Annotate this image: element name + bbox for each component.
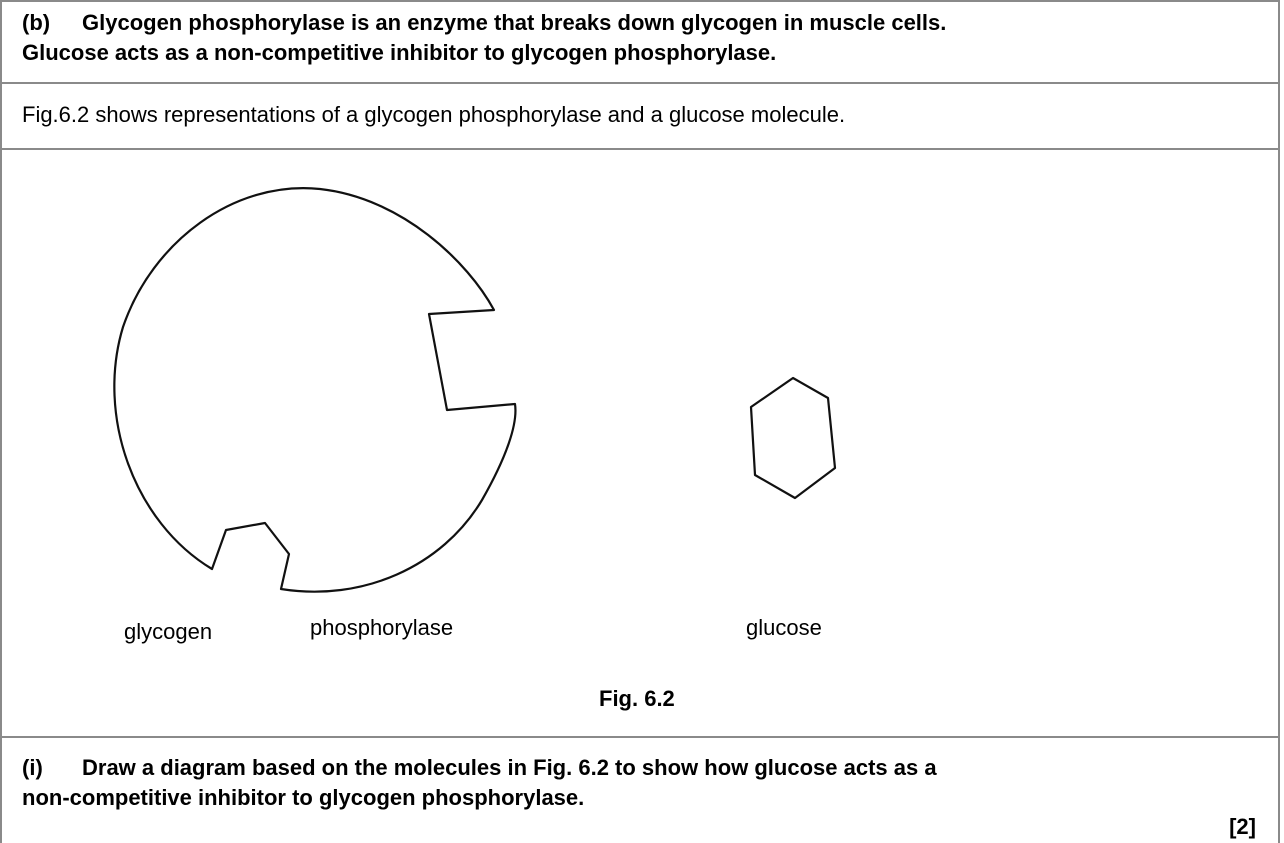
glycogen-phosphorylase-shape: [113, 187, 517, 593]
part-i-line-2: non-competitive inhibitor to glycogen ph…: [22, 785, 585, 810]
marks-allocation: [2]: [1229, 814, 1256, 839]
divider-top: [2, 82, 1278, 84]
question-part-i: (i) Draw a diagram based on the molecules…: [22, 753, 937, 813]
part-b-line-1: Glycogen phosphorylase is an enzyme that…: [82, 10, 947, 35]
figure-6-2-drawing: [113, 187, 837, 593]
label-phosphorylase: phosphorylase: [310, 615, 454, 640]
glucose-hexagon: [749, 376, 837, 500]
figure-caption: Fig. 6.2: [599, 686, 675, 711]
part-b-label: (b): [22, 10, 51, 35]
label-glucose: glucose: [746, 615, 822, 640]
part-b-line-2: Glucose acts as a non-competitive inhibi…: [22, 40, 777, 65]
divider-figure: [2, 148, 1278, 150]
part-i-line-1: Draw a diagram based on the molecules in…: [82, 755, 937, 780]
label-glycogen: glycogen: [124, 619, 213, 644]
intro-text: Fig.6.2 shows representations of a glyco…: [22, 102, 846, 127]
divider-bottom: [2, 736, 1278, 738]
question-part-b: (b) Glycogen phosphorylase is an enzyme t…: [22, 8, 946, 68]
part-i-label: (i): [22, 755, 43, 780]
